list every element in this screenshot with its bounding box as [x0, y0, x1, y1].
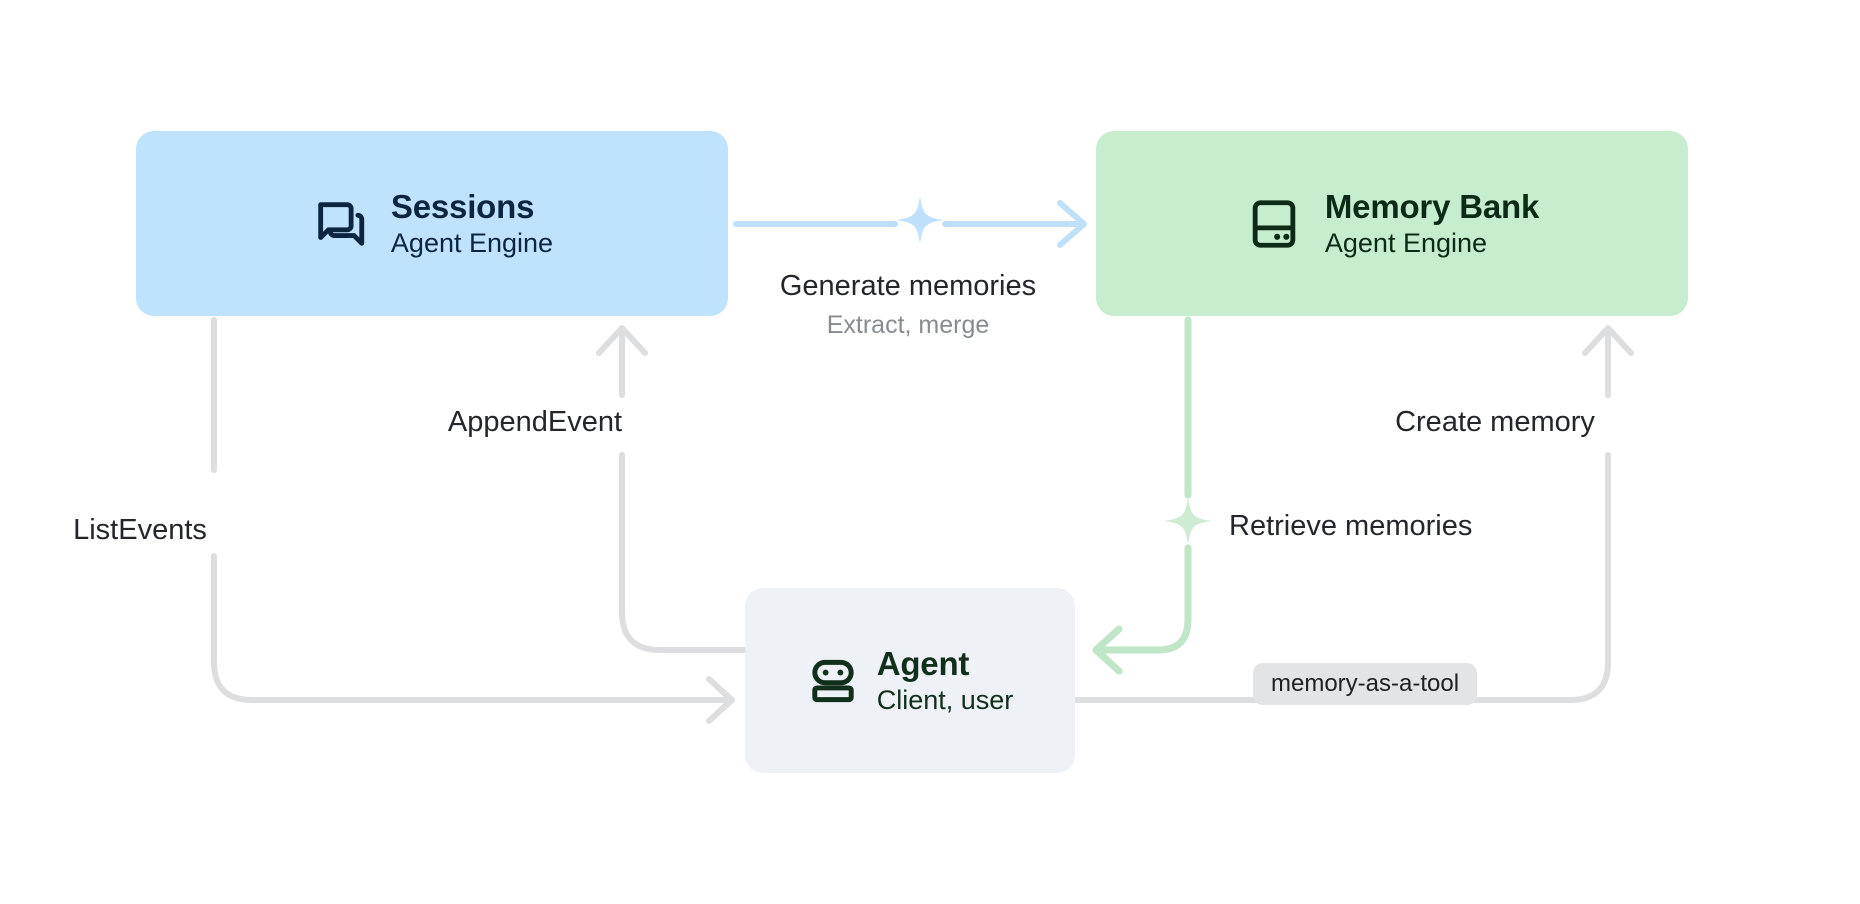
node-sessions-subtitle: Agent Engine: [390, 227, 554, 258]
edge-retrieve-memories: [1092, 316, 1212, 675]
node-agent-subtitle: Client, user: [876, 684, 1014, 715]
memory-storage-icon: [1245, 195, 1303, 253]
node-memory-bank-subtitle: Agent Engine: [1324, 227, 1488, 258]
edge-create-memory: [1072, 325, 1634, 703]
edge-generate-memories: [733, 196, 1087, 248]
edge-label-generate-memories: Generate memories: [771, 268, 1045, 306]
node-agent[interactable]: Agent Client, user: [745, 588, 1075, 773]
sparkle-icon-blue: [896, 196, 944, 244]
node-memory-bank-title: Memory Bank: [1324, 187, 1540, 225]
edge-append-event: [596, 325, 748, 653]
edge-label-create-memory: Create memory: [1387, 404, 1603, 442]
edge-list-events: [211, 317, 735, 724]
edge-sublabel-generate-memories: Extract, merge: [818, 310, 998, 341]
memory-as-a-tool-chip: memory-as-a-tool: [1253, 663, 1478, 705]
node-sessions-title: Sessions: [390, 187, 535, 225]
edge-label-retrieve-memories: Retrieve memories: [1221, 508, 1481, 546]
edge-label-list-events: ListEvents: [65, 512, 215, 550]
sparkle-icon-green: [1164, 497, 1212, 545]
edge-label-append-event: AppendEvent: [439, 404, 631, 442]
node-agent-title: Agent: [876, 644, 970, 682]
node-memory-bank[interactable]: Memory Bank Agent Engine: [1096, 131, 1688, 316]
node-sessions[interactable]: Sessions Agent Engine: [136, 131, 728, 316]
forum-chat-bubbles-icon: [311, 195, 369, 253]
robot-smart-toy-icon: [807, 655, 859, 707]
